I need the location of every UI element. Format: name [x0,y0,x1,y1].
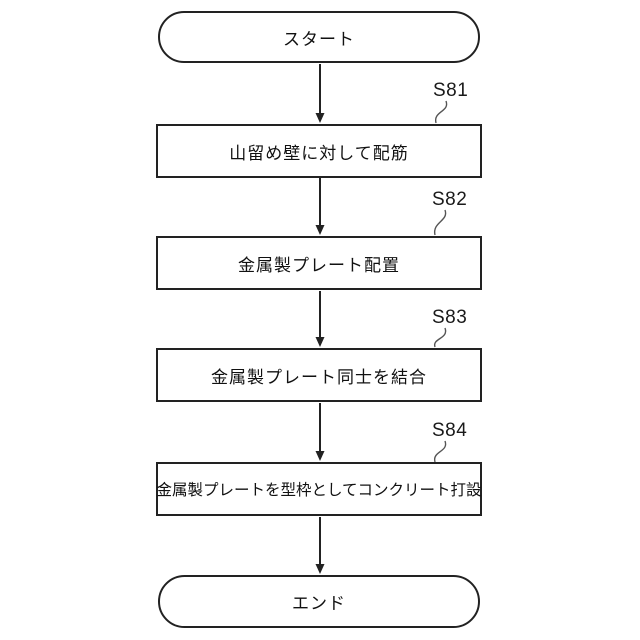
leader-line-s83 [434,327,447,348]
step-label-s83: S83 [432,307,468,328]
start-terminal: スタート [158,11,480,63]
step-label-s81: S81 [433,80,469,101]
arrow-step3-to-step4 [315,403,325,461]
leader-line-s84 [434,440,447,463]
process-box-s81: 山留め壁に対して配筋 [156,124,482,178]
process-box-s83-label: 金属製プレート同士を結合 [211,367,427,387]
arrow-step4-to-end [315,517,325,574]
arrow-step1-to-step2 [315,178,325,235]
end-terminal: エンド [158,575,480,628]
step-label-s84: S84 [432,420,468,441]
step-label-s82: S82 [432,189,468,210]
process-box-s84-label: 金属製プレートを型枠としてコンクリート打設 [156,482,482,499]
start-terminal-label: スタート [283,29,355,49]
end-terminal-label: エンド [292,594,346,613]
process-box-s81-label: 山留め壁に対して配筋 [229,143,409,163]
process-box-s82-label: 金属製プレート配置 [238,255,400,275]
leader-line-s81 [435,100,448,124]
process-box-s82: 金属製プレート配置 [156,236,482,290]
process-box-s83: 金属製プレート同士を結合 [156,348,482,402]
arrow-step2-to-step3 [315,291,325,347]
leader-line-s82 [434,209,447,236]
process-box-s84: 金属製プレートを型枠としてコンクリート打設 [156,462,482,516]
arrow-start-to-step1 [315,64,325,123]
